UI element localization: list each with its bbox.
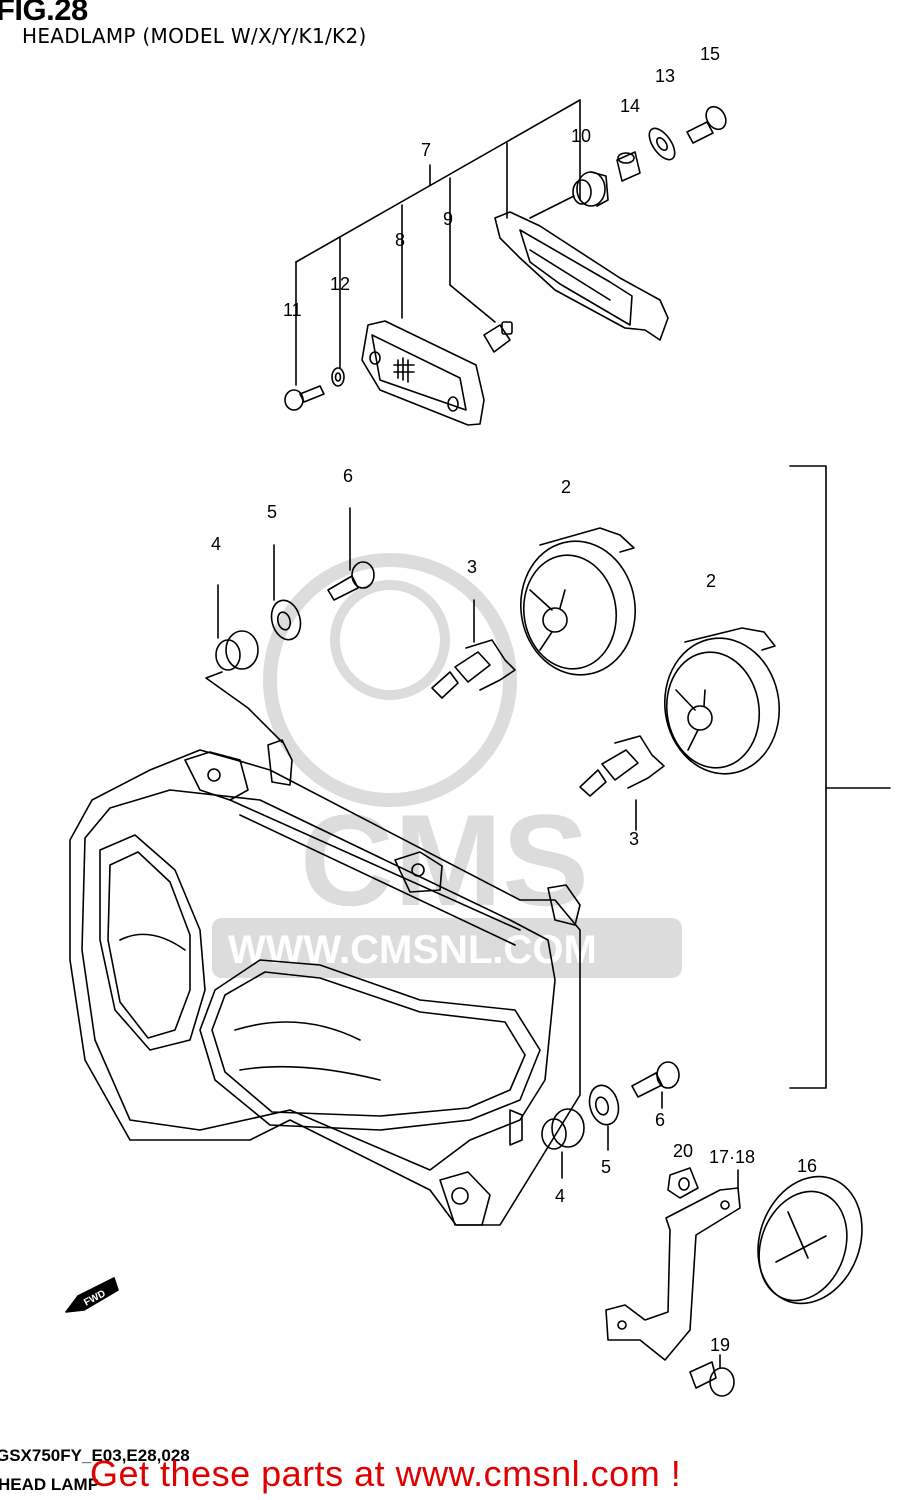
callout-20: 20: [673, 1141, 693, 1161]
bulb-and-cover-parts: [205, 507, 781, 1179]
callout-10: 10: [571, 126, 591, 146]
callout-6-upper: 6: [343, 466, 353, 486]
watermark: CMS WWW.CMSNL.COM: [212, 553, 682, 978]
figure-subtitle: HEADLAMP (MODEL W/X/Y/K1/K2): [22, 24, 367, 48]
callout-17-18: 17·18: [709, 1147, 755, 1167]
section-name: HEAD LAMP: [0, 1475, 100, 1494]
watermark-url-text: WWW.CMSNL.COM: [228, 928, 597, 972]
callout-12: 12: [330, 274, 350, 294]
callout-6-lower: 6: [655, 1110, 665, 1130]
assembly-bracket: [789, 465, 891, 1089]
callout-7: 7: [421, 140, 431, 160]
callout-5-lower: 5: [601, 1157, 611, 1177]
callout-5-upper: 5: [267, 502, 277, 522]
callout-4-upper: 4: [211, 534, 221, 554]
lower-bracket-parts: [605, 1167, 863, 1397]
callout-9: 9: [443, 209, 453, 229]
callout-4-lower: 4: [555, 1186, 565, 1206]
callout-2-upper: 2: [561, 477, 571, 497]
callout-15: 15: [700, 44, 720, 64]
callout-3-lower: 3: [629, 829, 639, 849]
callout-8: 8: [395, 230, 405, 250]
callout-3-upper: 3: [467, 557, 477, 577]
callout-2-lower: 2: [706, 571, 716, 591]
callout-14: 14: [620, 96, 640, 116]
promo-link[interactable]: Get these parts at www.cmsnl.com !: [90, 1453, 682, 1494]
fwd-arrow-icon: [65, 1277, 119, 1313]
callout-13: 13: [655, 66, 675, 86]
diagram-code: GSX750FY_E03,E28,028: [0, 1446, 190, 1465]
callout-19: 19: [710, 1335, 730, 1355]
position-lamp-group: [284, 99, 727, 426]
callout-16: 16: [797, 1156, 817, 1176]
headlamp-housing: [69, 739, 581, 1226]
callout-11: 11: [283, 300, 302, 320]
figure-title: FIG.28: [0, 0, 88, 27]
